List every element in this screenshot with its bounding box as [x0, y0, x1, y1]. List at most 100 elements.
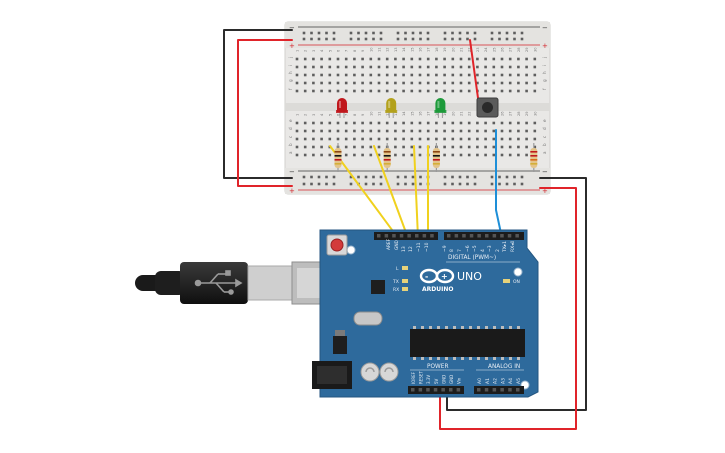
- chip-pin: [469, 326, 472, 329]
- breadboard-hole: [484, 65, 487, 69]
- row-letter: h: [288, 71, 293, 74]
- analog-pin-label: A2: [493, 378, 499, 384]
- reset-button[interactable]: [330, 238, 344, 252]
- header-pin[interactable]: [507, 234, 512, 238]
- breadboard-hole: [508, 57, 512, 61]
- column-number: 10: [369, 47, 373, 52]
- breadboard-hole: [443, 73, 446, 77]
- breadboard-hole: [484, 137, 487, 141]
- column-number: 21: [460, 111, 464, 116]
- header-pin[interactable]: [422, 234, 427, 238]
- rail-hole: [505, 37, 509, 41]
- header-pin[interactable]: [500, 388, 504, 392]
- column-number: 4: [320, 49, 324, 52]
- breadboard-hole: [344, 153, 348, 157]
- header-pin[interactable]: [430, 234, 434, 238]
- header-pin[interactable]: [462, 234, 466, 238]
- chip-pin: [485, 357, 488, 360]
- power-pin-label: IOREF: [411, 371, 416, 384]
- usb-icon: [194, 270, 243, 295]
- rail-hole: [404, 37, 407, 41]
- header-pin[interactable]: [415, 234, 419, 238]
- rail-hole: [466, 175, 469, 179]
- header-pin[interactable]: [485, 234, 489, 238]
- rail-minus-tl: −: [289, 24, 295, 32]
- resistor[interactable]: [334, 143, 342, 172]
- header-pin[interactable]: [449, 388, 453, 392]
- chip-pin: [429, 357, 432, 360]
- header-pin[interactable]: [492, 388, 497, 392]
- breadboard-hole: [353, 89, 356, 93]
- header-pin[interactable]: [469, 234, 474, 238]
- rail-hole: [451, 37, 454, 41]
- header-pin[interactable]: [392, 234, 396, 238]
- breadboard-hole: [467, 57, 471, 61]
- header-pin[interactable]: [454, 234, 459, 238]
- resistor[interactable]: [432, 143, 440, 172]
- header-pin[interactable]: [456, 388, 461, 392]
- breadboard-hole: [377, 153, 381, 157]
- pushbutton[interactable]: [476, 97, 499, 118]
- breadboard-hole: [476, 65, 479, 69]
- column-number: 27: [509, 47, 513, 52]
- column-number: 5: [328, 114, 332, 116]
- rail-hole: [349, 31, 353, 35]
- header-pin[interactable]: [418, 388, 423, 392]
- header-pin[interactable]: [441, 388, 445, 392]
- rail-hole: [379, 37, 383, 41]
- breadboard-hole: [492, 89, 496, 93]
- row-letter: g: [288, 79, 293, 82]
- header-pin[interactable]: [515, 234, 519, 238]
- analog-pin-label: A5: [516, 378, 522, 384]
- header-pin[interactable]: [447, 234, 451, 238]
- resistor[interactable]: [383, 143, 391, 172]
- row-letter: d: [288, 127, 293, 130]
- led-red[interactable]: [336, 98, 348, 118]
- breadboard-hole: [377, 89, 381, 93]
- row-letter: a: [542, 151, 547, 154]
- header-pin[interactable]: [508, 388, 512, 392]
- header-pin[interactable]: [377, 234, 381, 238]
- wire-red-right: [439, 187, 577, 430]
- breadboard-hole: [435, 89, 438, 93]
- header-pin[interactable]: [477, 234, 481, 238]
- header-pin[interactable]: [433, 388, 438, 392]
- resistor[interactable]: [530, 143, 538, 172]
- rail-hole: [325, 182, 328, 186]
- digital-pin-label: 4: [480, 249, 486, 252]
- breadboard-hole: [303, 57, 307, 61]
- breadboard-hole: [492, 145, 496, 149]
- led-l-indicator: [402, 266, 408, 270]
- header-pin[interactable]: [477, 388, 481, 392]
- breadboard-hole: [492, 129, 496, 133]
- header-pin[interactable]: [411, 388, 415, 392]
- breadboard-hole: [328, 57, 332, 61]
- breadboard-hole: [451, 65, 455, 69]
- breadboard-hole: [394, 73, 397, 77]
- rail-hole: [364, 182, 368, 186]
- led-yellow[interactable]: [385, 98, 398, 118]
- aref-label: AREF: [386, 238, 392, 250]
- breadboard-hole: [312, 121, 315, 125]
- column-number: 17: [427, 111, 431, 116]
- resistor-band: [432, 155, 440, 157]
- breadboard-hole: [476, 81, 479, 85]
- header-pin[interactable]: [484, 388, 489, 392]
- header-pin[interactable]: [407, 234, 411, 238]
- header-pin[interactable]: [399, 234, 404, 238]
- header-pin[interactable]: [426, 388, 430, 392]
- header-pin[interactable]: [384, 234, 389, 238]
- led-green[interactable]: [434, 98, 447, 118]
- breadboard-hole: [369, 137, 373, 141]
- breadboard-hole: [410, 145, 414, 149]
- header-pin[interactable]: [492, 234, 497, 238]
- header-pin[interactable]: [516, 388, 520, 392]
- breadboard-hole: [312, 81, 315, 85]
- breadboard-hole: [500, 57, 504, 61]
- breadboard-hole: [525, 137, 528, 141]
- breadboard-hole: [500, 129, 504, 133]
- header-pin[interactable]: [500, 234, 504, 238]
- led-rim: [336, 110, 348, 113]
- breadboard-hole: [303, 65, 307, 69]
- column-number: 7: [345, 50, 349, 52]
